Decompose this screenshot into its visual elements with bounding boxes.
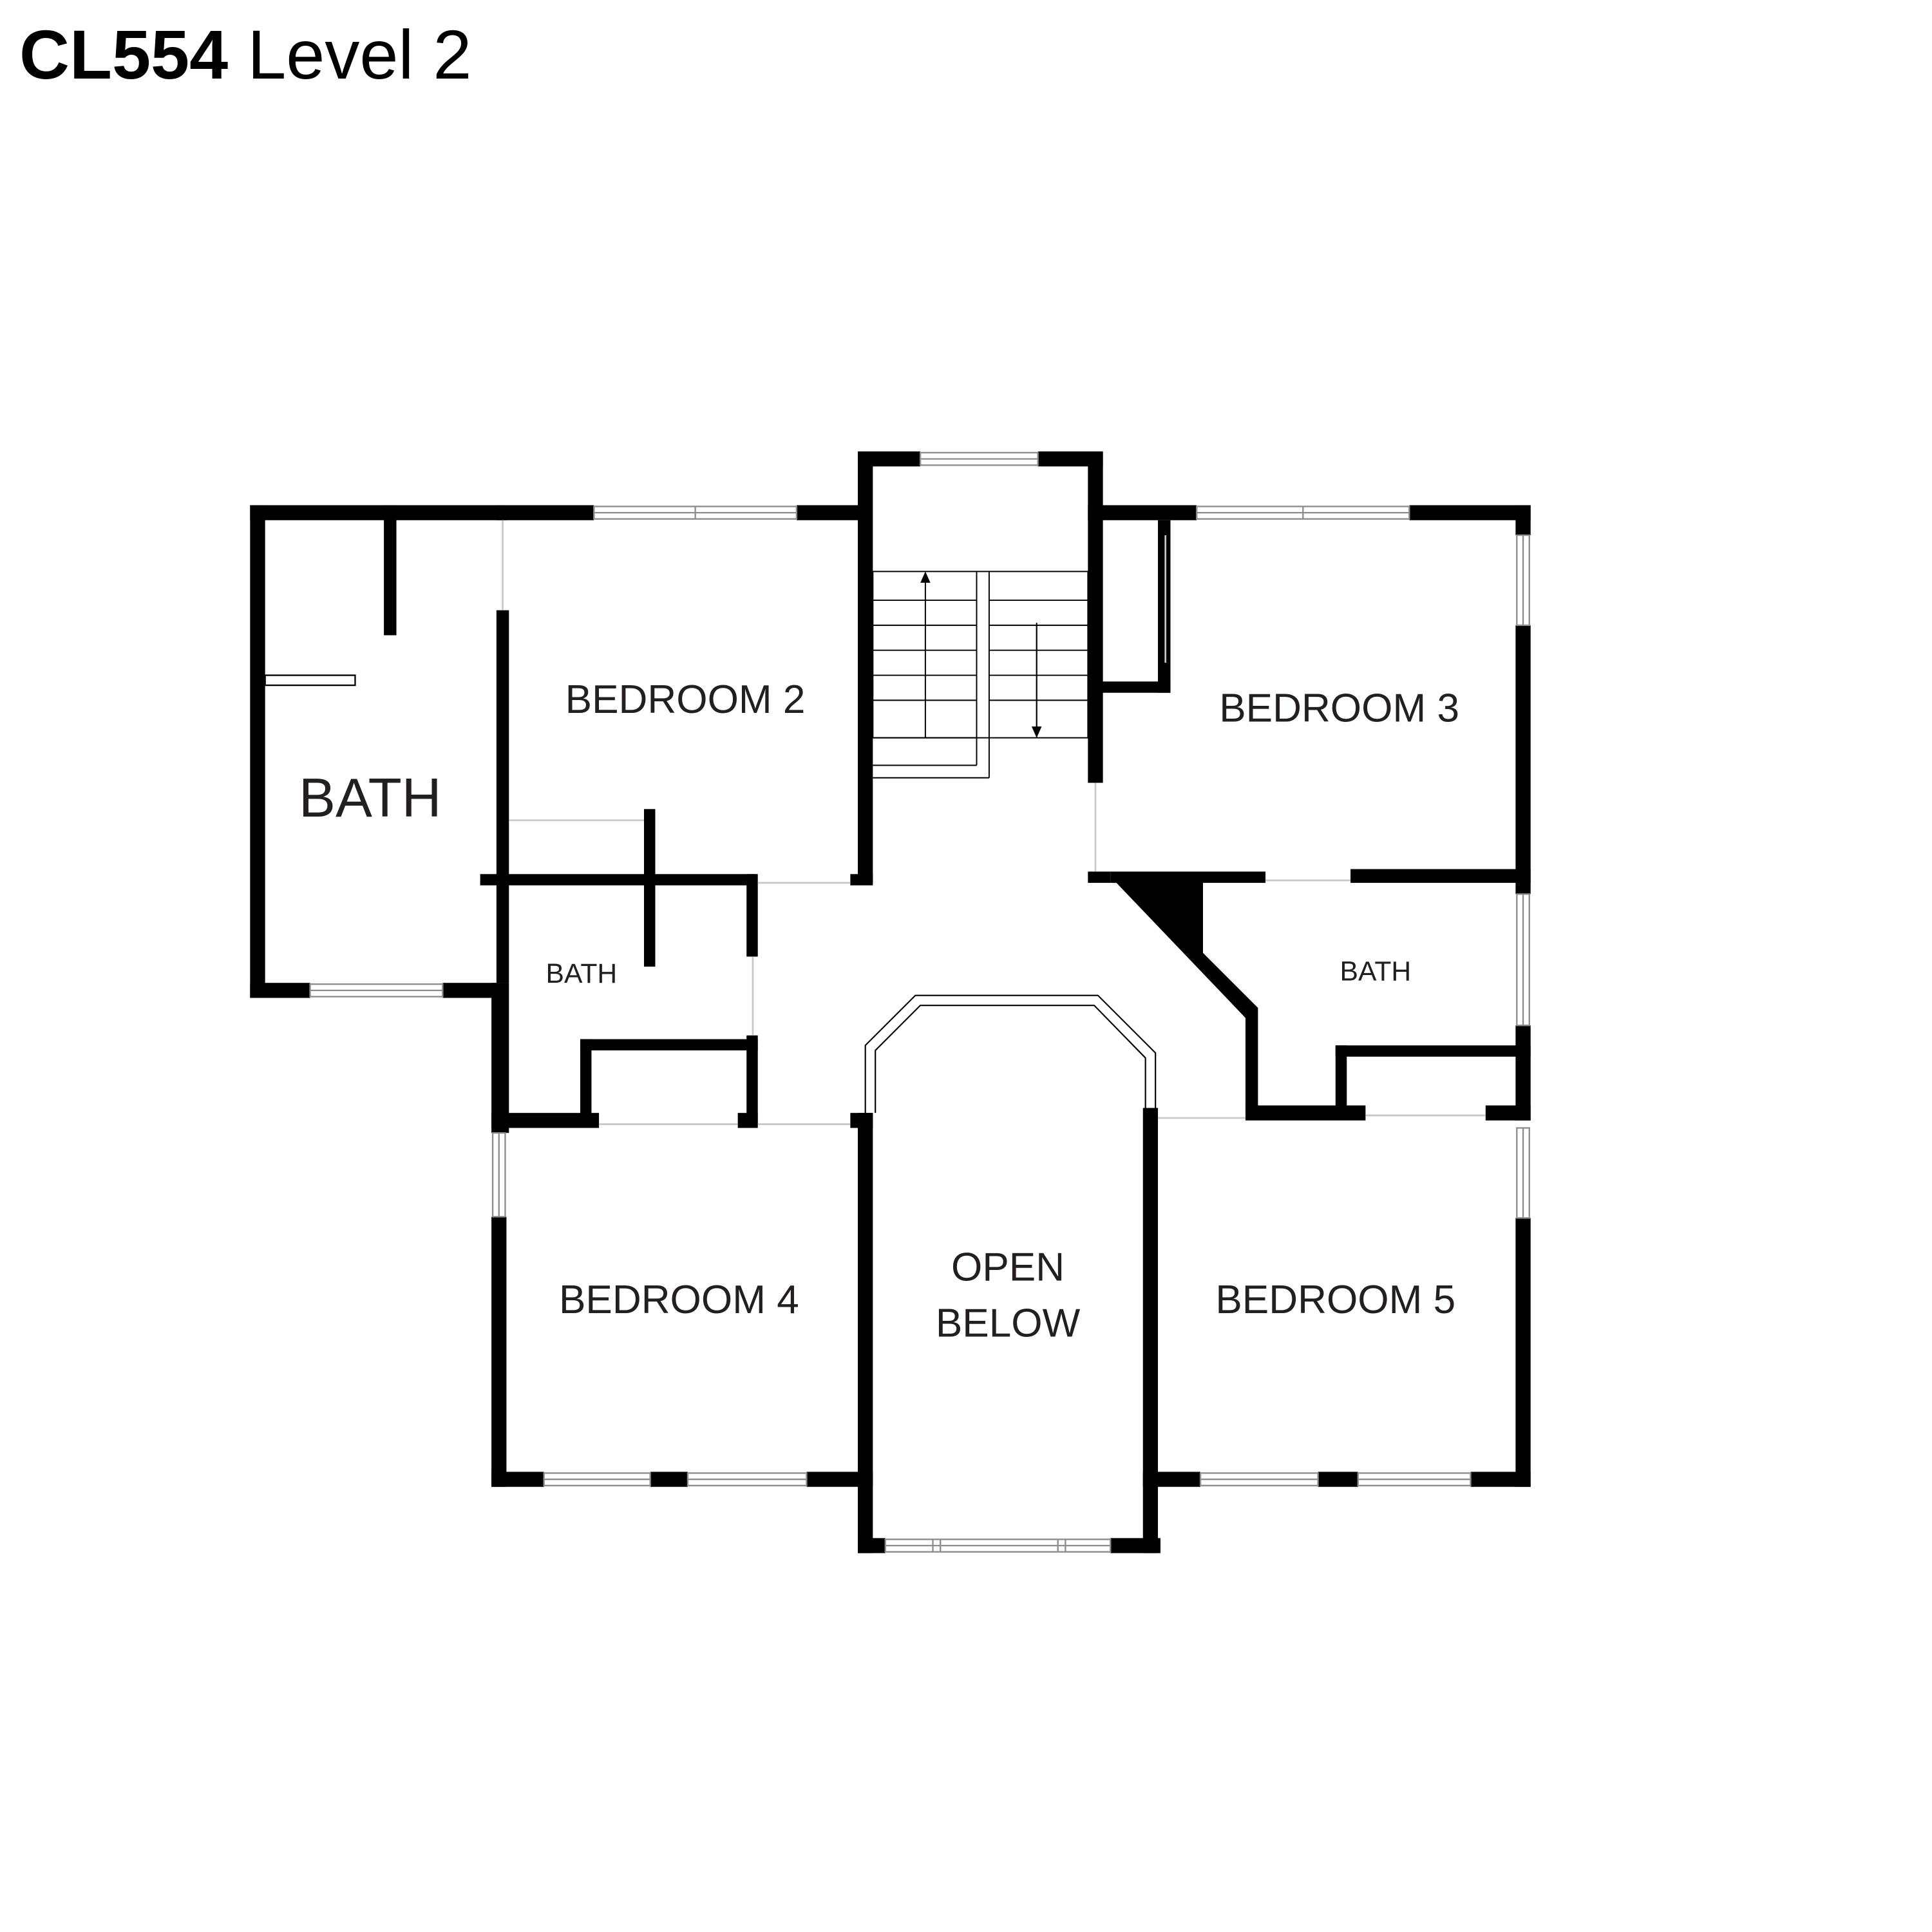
stair-arrows [920,571,1042,738]
windows [309,451,1530,1553]
wall [1088,451,1103,783]
wall [580,1039,758,1051]
wall [1318,1472,1358,1487]
wall [496,610,509,878]
wall [850,874,873,886]
wall [1245,1105,1366,1121]
open-below-outline [864,994,1157,1113]
wall [491,1472,544,1487]
wall [806,1472,873,1487]
wall [746,874,758,957]
wall [580,1039,592,1124]
wall [1088,505,1197,520]
wall [496,882,509,983]
wall [250,983,310,998]
wall [480,874,755,886]
wall [491,983,509,1133]
wall [1350,869,1531,883]
wall [250,505,265,998]
wall [1193,952,1258,1111]
room-label-bedroom-5: BEDROOM 5 [1215,1278,1455,1322]
wall [496,505,594,520]
wall [746,1035,758,1126]
room-label-bath-center: BATH [546,958,618,989]
room-labels: BATH BEDROOM 2 BATH BEDROOM 3 BATH BEDRO… [299,677,1459,1346]
wall [1515,1025,1531,1121]
wall [1088,871,1111,883]
wall [1515,1218,1531,1487]
wall [1142,1472,1201,1487]
wall [1335,1045,1531,1057]
room-label-open-below-line2: BELOW [936,1302,1081,1346]
plan-code: CL554 [19,15,229,93]
room-label-bedroom-3: BEDROOM 3 [1219,686,1459,730]
wall [644,809,656,967]
plan-level: Level 2 [247,15,472,93]
wall [858,451,873,883]
plan-title: CL554 Level 2 [19,13,471,97]
wall [384,505,397,636]
wall [1515,505,1531,536]
wall [858,1538,886,1553]
stairs [872,571,1089,779]
wall [1409,505,1531,520]
room-label-bedroom-2: BEDROOM 2 [565,677,806,722]
room-label-open-below-line1: OPEN [951,1245,1065,1289]
wall [737,1113,758,1128]
wall [1515,625,1531,895]
room-label-bath-right: BATH [1340,956,1412,987]
wall [1088,681,1171,693]
wall [650,1472,688,1487]
wall [796,505,862,520]
wall [250,505,507,520]
arrow-down-icon [1031,726,1042,738]
wall [1037,451,1103,467]
wall [858,451,921,467]
arrow-up-icon [920,571,931,583]
walls [250,451,1531,1553]
door-openings [502,520,1486,1125]
wall [1335,1045,1347,1118]
wall [264,674,356,687]
room-label-bath-left: BATH [299,768,441,829]
wall [858,1113,873,1553]
wall [1142,1108,1159,1553]
wall [491,1217,507,1487]
room-label-bedroom-4: BEDROOM 4 [559,1278,799,1322]
wall [491,1113,600,1128]
wall [1158,520,1171,693]
